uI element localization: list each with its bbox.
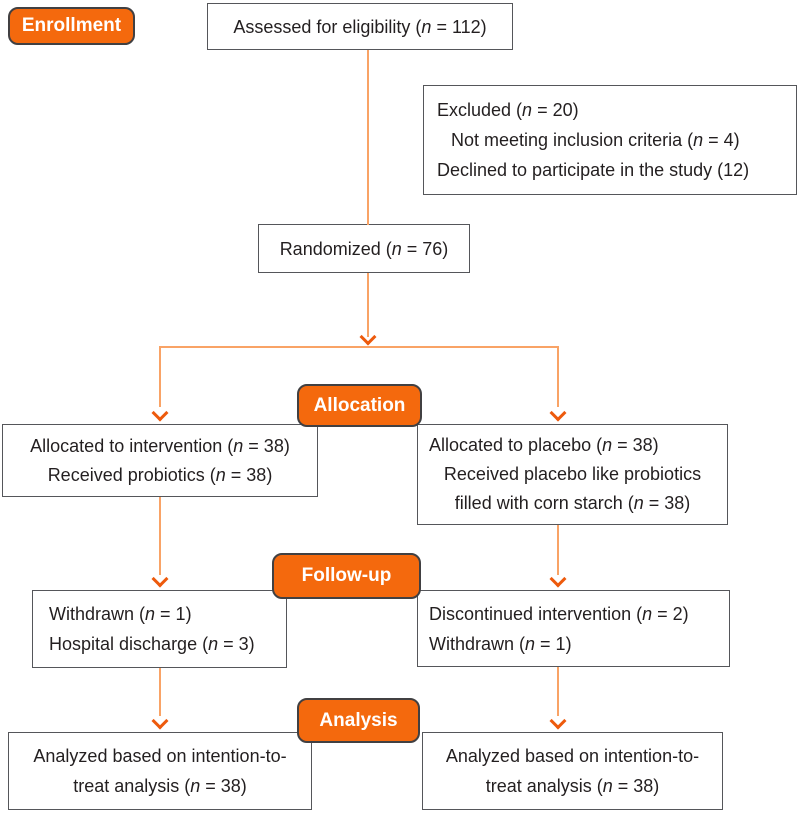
box-text-line: Randomized (n = 76) <box>279 238 449 259</box>
arrowhead-alloc-right <box>549 404 567 422</box>
box-text-line: Declined to participate in the study (12… <box>437 160 750 180</box>
box-text-line: Received probiotics (n = 38) <box>47 464 273 485</box>
box-followup-intervention: Withdrawn (n = 1) Hospital discharge (n =… <box>32 590 287 668</box>
box-text-line: Withdrawn (n = 1) <box>49 604 192 624</box>
box-text-line: Analyzed based on intention-to- <box>33 746 287 766</box>
connector-split-to-alloc-left <box>159 347 161 407</box>
connector-alloc-to-followup-right <box>557 525 559 575</box>
arrowhead-analysis-left <box>151 712 169 730</box>
connector-followup-to-analysis-left <box>159 668 161 716</box>
box-randomized: Randomized (n = 76) <box>258 224 470 273</box>
box-analyzed-placebo: Analyzed based on intention-to-treat ana… <box>422 732 723 810</box>
box-text-line: Withdrawn (n = 1) <box>429 633 572 654</box>
connector-followup-to-analysis-right <box>557 667 559 716</box>
box-analyzed-intervention: Analyzed based on intention-to-treat ana… <box>8 732 312 810</box>
box-text-line: Allocated to placebo (n = 38) <box>429 435 659 455</box>
analysis-stage-badge: Analysis <box>297 698 420 743</box>
followup-stage-badge: Follow-up <box>272 553 421 599</box>
connector-split-horizontal <box>159 346 559 348</box>
box-allocated-intervention: Allocated to intervention (n = 38) Receiv… <box>2 424 318 497</box>
box-text-line: Excluded (n = 20) <box>437 100 579 120</box>
arrowhead-analysis-right <box>549 712 567 730</box>
box-text-line: Hospital discharge (n = 3) <box>49 634 255 654</box>
arrowhead-followup-right <box>549 570 567 588</box>
box-text-line: Assessed for eligibility (n = 112) <box>233 16 487 37</box>
box-allocated-placebo: Allocated to placebo (n = 38) Received pl… <box>417 424 728 525</box>
connector-randomized-down <box>367 273 369 337</box>
box-text-line: Not meeting inclusion criteria (n = 4) <box>451 130 740 150</box>
box-text-line: Received placebo like probiotics <box>443 464 702 484</box>
box-text-line: filled with corn starch (n = 38) <box>454 493 691 513</box>
box-text-line: treat analysis (n = 38) <box>485 776 660 796</box>
connector-assessed-to-randomized <box>367 50 369 225</box>
box-text-line: treat analysis (n = 38) <box>73 776 247 796</box>
arrowhead-alloc-left <box>151 404 169 422</box>
box-text-line: Discontinued intervention (n = 2) <box>429 603 689 624</box>
allocation-stage-badge: Allocation <box>297 384 422 427</box>
box-followup-placebo: Discontinued intervention (n = 2) Withdra… <box>417 590 730 667</box>
box-text-line: Allocated to intervention (n = 38) <box>30 435 290 456</box>
box-text-line: Analyzed based on intention-to- <box>445 746 700 766</box>
box-excluded: Excluded (n = 20) Not meeting inclusion c… <box>423 85 797 195</box>
arrowhead-randomized-split <box>359 328 377 346</box>
connector-alloc-to-followup-left <box>159 497 161 575</box>
enrollment-stage-badge: Enrollment <box>8 7 135 45</box>
arrowhead-followup-left <box>151 570 169 588</box>
connector-split-to-alloc-right <box>557 347 559 407</box>
box-assessed-for-eligibility: Assessed for eligibility (n = 112) <box>207 3 513 50</box>
